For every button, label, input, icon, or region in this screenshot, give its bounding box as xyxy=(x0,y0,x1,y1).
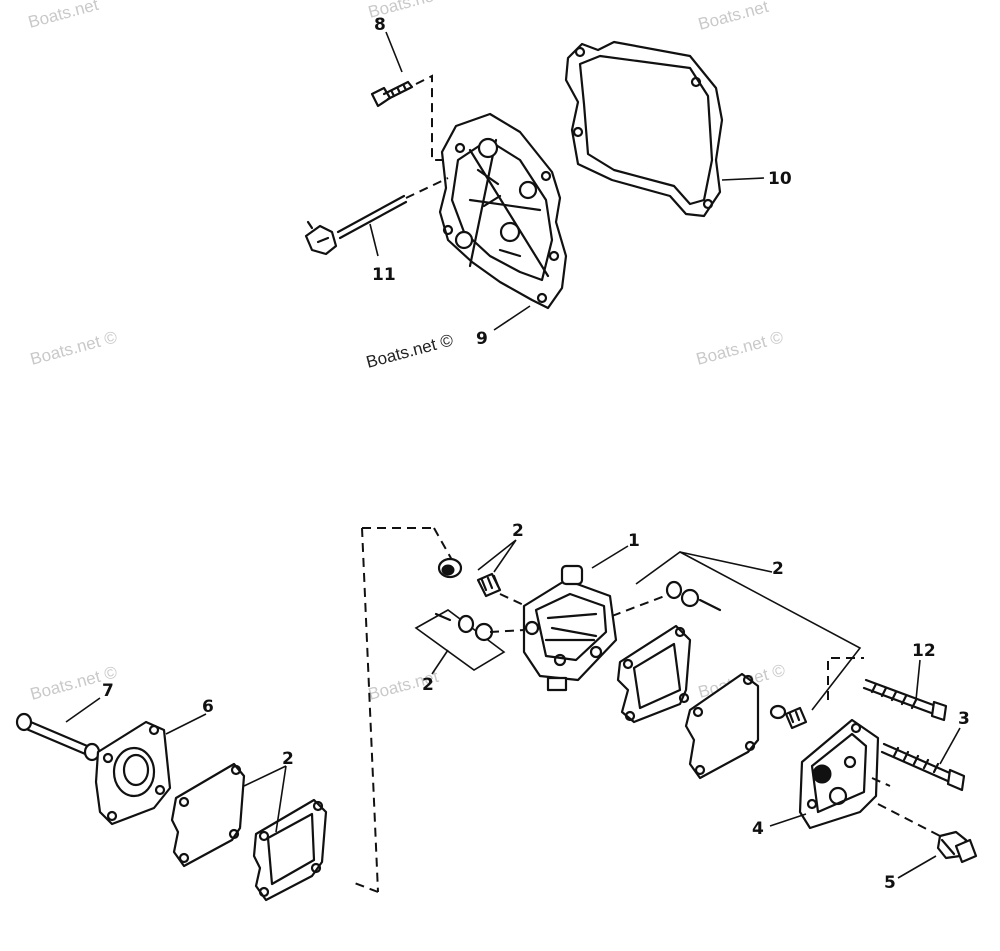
callout-12: 12 xyxy=(912,641,936,661)
dashed-spring xyxy=(499,593,531,609)
dashed-bracket xyxy=(351,527,434,893)
leader-2-upper xyxy=(477,539,517,573)
callout-4: 4 xyxy=(752,819,764,839)
rod-part-11 xyxy=(304,177,449,256)
leader-4 xyxy=(769,813,807,827)
screw-part-8 xyxy=(370,80,414,108)
callout-8: 8 xyxy=(374,15,386,35)
watermark-center: Boats.net © xyxy=(364,330,455,372)
callout-1: 1 xyxy=(628,531,640,551)
leader-3 xyxy=(939,727,961,765)
leader-6 xyxy=(165,713,207,735)
dashed-bolt-3 xyxy=(871,777,891,787)
screw-part-7 xyxy=(15,712,101,762)
cover-plate-part-9 xyxy=(438,112,568,310)
dashed-fitting xyxy=(877,803,945,839)
callout-2-lower: 2 xyxy=(422,675,434,695)
watermark: Boats.net xyxy=(696,0,771,34)
callout-7: 7 xyxy=(102,681,114,701)
valve-kit-pieces xyxy=(414,609,506,671)
dashed-valve xyxy=(489,629,525,633)
leader-2-lower xyxy=(431,649,449,675)
leader-11 xyxy=(369,223,379,257)
leader-2-left xyxy=(243,765,287,833)
bolt-part-12 xyxy=(862,678,948,722)
leader-8 xyxy=(385,31,403,73)
left-gasket-b xyxy=(252,798,328,902)
leader-10 xyxy=(721,177,765,181)
callout-5: 5 xyxy=(884,873,896,893)
leader-7 xyxy=(65,697,101,723)
diaphragm-plate xyxy=(684,672,760,780)
watermark: Boats.net © xyxy=(28,327,119,369)
dashed-leader-screw xyxy=(415,74,446,161)
callout-6: 6 xyxy=(202,697,214,717)
leader-5 xyxy=(897,855,937,879)
kit-bracket xyxy=(635,551,862,711)
left-gasket-a xyxy=(170,762,246,868)
callout-9: 9 xyxy=(476,329,488,349)
pump-body-part-1 xyxy=(522,564,618,692)
bolt-part-3 xyxy=(880,742,966,792)
leader-2-kit xyxy=(679,551,773,573)
callout-2-kit: 2 xyxy=(772,559,784,579)
callout-10: 10 xyxy=(768,169,792,189)
diaphragm-gasket xyxy=(616,624,692,724)
dashed-link xyxy=(433,527,453,561)
check-valve-parts xyxy=(665,580,722,612)
callout-2-upper: 2 xyxy=(512,521,524,541)
leader-9 xyxy=(493,305,531,331)
leader-1 xyxy=(591,545,629,569)
leader-12 xyxy=(915,659,921,701)
dashed-cover xyxy=(827,657,864,700)
callout-labels: 8 10 11 9 2 1 2 2 12 3 4 5 6 7 2 xyxy=(102,15,970,893)
callout-2-left: 2 xyxy=(282,749,294,769)
housing-part-6 xyxy=(94,720,172,826)
pump-cover-part-4 xyxy=(798,718,880,830)
fitting-part-5 xyxy=(936,830,978,864)
spring xyxy=(769,704,808,730)
gasket-part-10 xyxy=(564,40,724,218)
watermark: Boats.net xyxy=(26,0,101,32)
dashed-body-right xyxy=(611,593,671,617)
washer-and-spring xyxy=(437,557,502,598)
watermark: Boats.net © xyxy=(694,327,785,369)
callout-11: 11 xyxy=(372,265,396,285)
callout-3: 3 xyxy=(958,709,970,729)
